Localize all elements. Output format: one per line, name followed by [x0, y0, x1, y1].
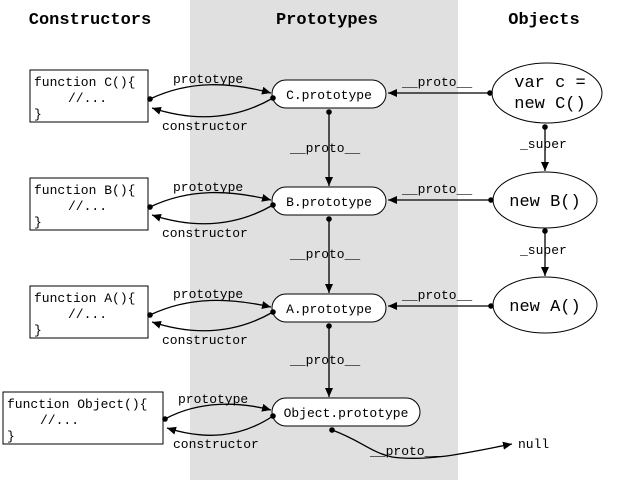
- label-super-2: _super: [519, 243, 567, 258]
- label-constructor-a: constructor: [162, 333, 248, 348]
- svg-text:C.prototype: C.prototype: [286, 88, 372, 103]
- label-proto-chain-1: __proto__: [289, 141, 360, 156]
- svg-text:new C(): new C(): [514, 95, 585, 114]
- label-proto-c: __proto__: [401, 75, 472, 90]
- svg-text:B.prototype: B.prototype: [286, 195, 372, 210]
- edges-object-proto: [388, 89, 494, 310]
- label-constructor-object: constructor: [173, 437, 259, 452]
- header-objects: Objects: [508, 11, 579, 30]
- svg-text:}: }: [34, 215, 42, 230]
- svg-text:}: }: [34, 107, 42, 122]
- edges-constructor-prototype: [147, 84, 276, 436]
- constructor-box-object: function Object(){ //... }: [2, 391, 164, 445]
- header-constructors: Constructors: [29, 11, 151, 30]
- null-node: null: [518, 437, 549, 452]
- label-prototype-b: prototype: [173, 180, 243, 195]
- edge-c-constructor: [151, 95, 276, 118]
- svg-text://...: //...: [40, 413, 79, 428]
- label-prototype-a: prototype: [173, 287, 243, 302]
- constructor-box-a: function A(){ //... }: [29, 285, 149, 339]
- object-node-a: new A(): [492, 276, 598, 334]
- label-constructor-b: constructor: [162, 226, 248, 241]
- edge-b-constructor: [151, 202, 276, 225]
- label-proto-a: __proto__: [401, 288, 472, 303]
- label-proto-b: __proto__: [401, 182, 472, 197]
- prototype-node-object: Object.prototype: [271, 397, 421, 427]
- svg-text:}: }: [7, 429, 15, 444]
- svg-text:function B(){: function B(){: [34, 183, 135, 198]
- svg-text://...: //...: [68, 91, 107, 106]
- edge-object-constructor: [166, 413, 276, 436]
- constructor-box-b: function B(){ //... }: [29, 177, 149, 231]
- svg-text:A.prototype: A.prototype: [286, 302, 372, 317]
- edge-a-constructor: [151, 309, 276, 332]
- label-proto-chain-3: __proto__: [289, 353, 360, 368]
- label-constructor-c: constructor: [162, 119, 248, 134]
- edge-b-prototype: [147, 191, 272, 210]
- svg-text://...: //...: [68, 199, 107, 214]
- svg-text:var c =: var c =: [514, 74, 585, 93]
- svg-text:function Object(){: function Object(){: [7, 397, 147, 412]
- edge-objproto-to-null: [329, 427, 513, 459]
- svg-text:}: }: [34, 323, 42, 338]
- svg-text:function A(){: function A(){: [34, 291, 135, 306]
- constructor-box-c: function C(){ //... }: [29, 69, 149, 123]
- header-prototypes: Prototypes: [276, 11, 378, 30]
- object-node-c: var c = new C(): [491, 62, 603, 124]
- label-proto-chain-2: __proto__: [289, 247, 360, 262]
- prototype-node-c: C.prototype: [271, 79, 387, 109]
- label-prototype-object: prototype: [178, 392, 248, 407]
- svg-text:new B(): new B(): [509, 193, 580, 212]
- label-proto-null: __proto__: [369, 444, 440, 459]
- edge-c-prototype: [147, 84, 272, 102]
- object-node-b: new B(): [492, 171, 598, 229]
- prototype-node-b: B.prototype: [271, 186, 387, 216]
- prototype-node-a: A.prototype: [271, 293, 387, 323]
- svg-text:function C(){: function C(){: [34, 75, 135, 90]
- svg-text:Object.prototype: Object.prototype: [284, 406, 409, 421]
- label-prototype-c: prototype: [173, 72, 243, 87]
- svg-text:new A(): new A(): [509, 298, 580, 317]
- label-super-1: _super: [519, 137, 567, 152]
- svg-text://...: //...: [68, 307, 107, 322]
